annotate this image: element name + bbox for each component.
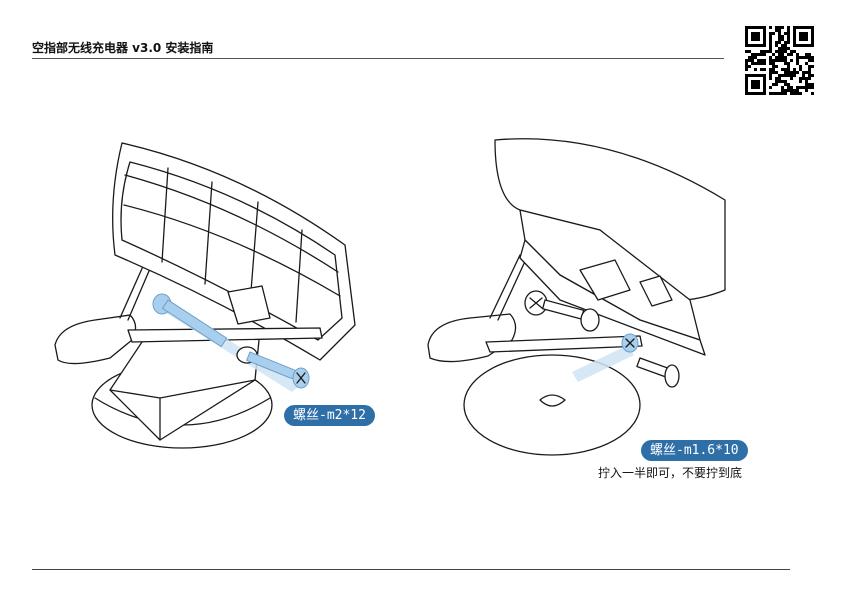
- qr-code: [745, 26, 814, 95]
- footer-divider: [32, 569, 790, 570]
- screw-label-m2x12: 螺丝-m2*12: [284, 405, 375, 426]
- left-assembly-illustration: [54, 142, 356, 449]
- right-assembly-illustration: [427, 138, 726, 456]
- header-divider: [32, 58, 724, 59]
- page-title: 空指部无线充电器 v3.0 安装指南: [32, 41, 214, 55]
- screw-instruction-note: 拧入一半即可，不要拧到底: [598, 466, 743, 480]
- screw-label-m1-6x10: 螺丝-m1.6*10: [641, 440, 748, 461]
